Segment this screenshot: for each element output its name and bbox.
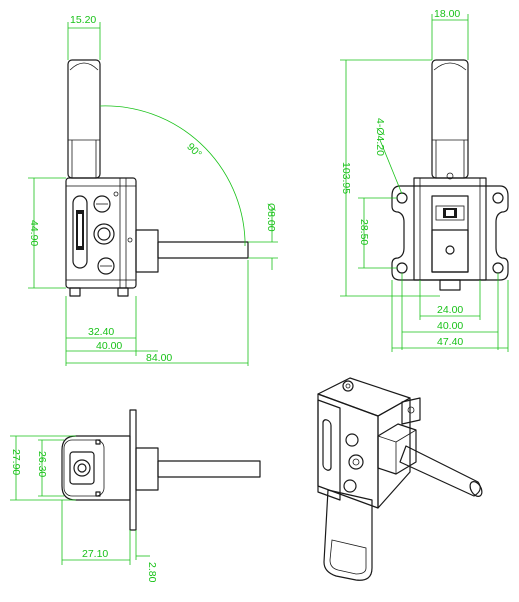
- top-view: [61, 409, 261, 531]
- dim-side-top-width: 18.00: [434, 8, 460, 20]
- dim-side-w2: 40.00: [437, 320, 463, 332]
- top-view-dimensions: 27.90 26.30 27.10 2.80: [10, 435, 158, 583]
- dim-top-h1: 26.30: [36, 451, 48, 477]
- dim-front-height: 44.90: [28, 220, 40, 246]
- dim-top-w1: 27.10: [82, 548, 108, 560]
- dim-front-rod-dia: Ø8.00: [265, 203, 277, 232]
- dim-side-w1: 24.00: [437, 304, 463, 316]
- dim-front-w1: 32.40: [88, 326, 114, 338]
- dim-front-w2: 40.00: [96, 340, 122, 352]
- dim-side-total-height: 103.95: [340, 162, 352, 194]
- front-view: [65, 59, 249, 297]
- dim-top-h2: 27.90: [10, 449, 22, 475]
- dim-front-total: 84.00: [146, 352, 172, 364]
- dim-top-w2: 2.80: [146, 562, 158, 583]
- side-view: [391, 59, 509, 291]
- side-view-dimensions: 18.00 4-Ø4.20 103.95 28.50 24.00 40.00 4…: [340, 8, 509, 352]
- dim-side-holes: 4-Ø4.20: [374, 118, 386, 156]
- isometric-view: [317, 377, 483, 581]
- dim-front-top-width: 15.20: [70, 14, 96, 26]
- dim-side-w3: 47.40: [437, 336, 463, 348]
- dim-side-inner-height: 28.50: [358, 219, 370, 245]
